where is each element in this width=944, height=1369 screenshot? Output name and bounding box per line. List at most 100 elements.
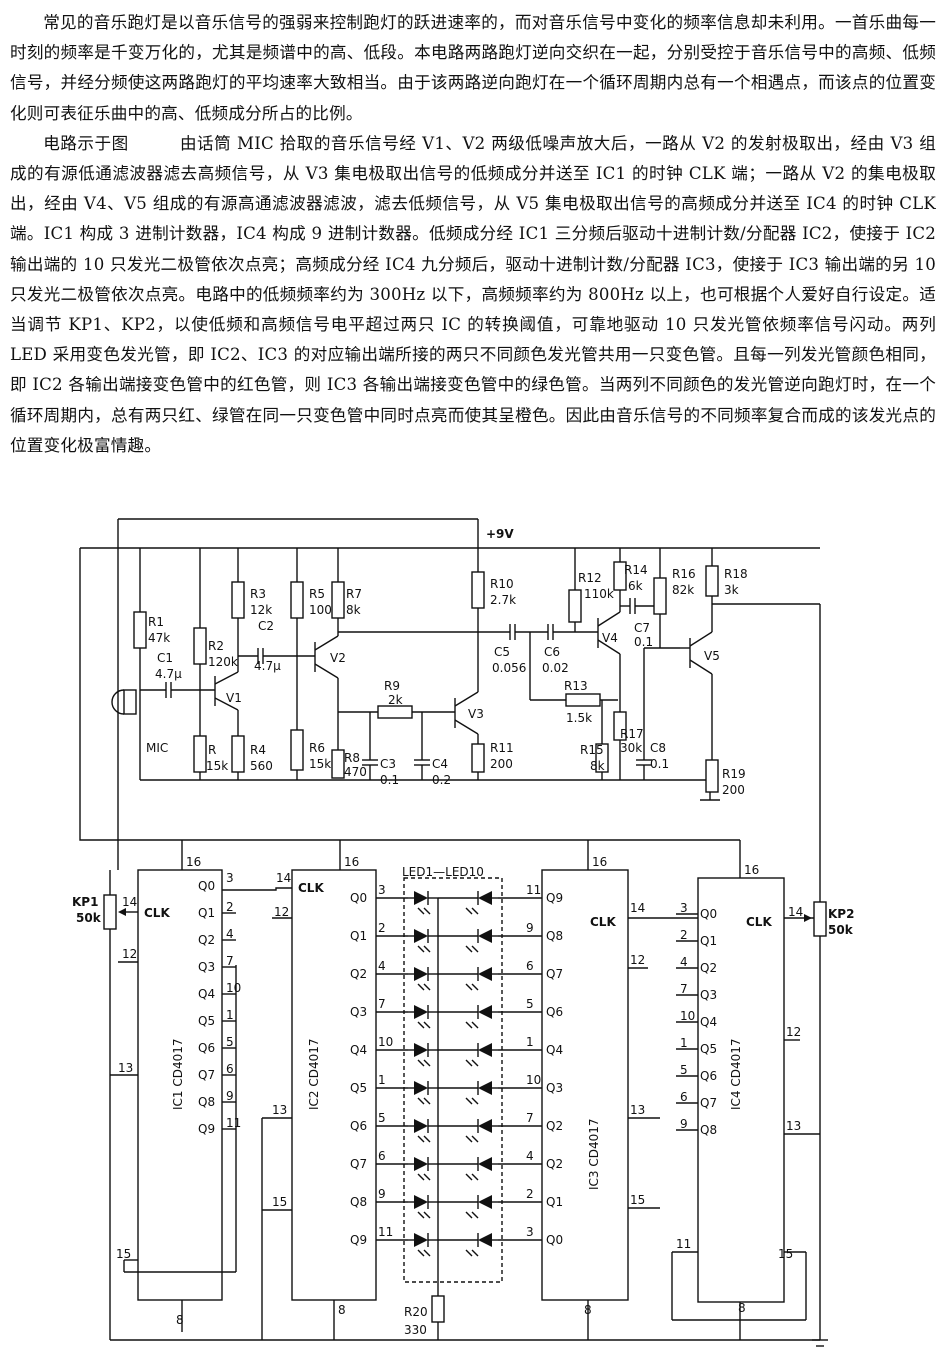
ic4-pin15: 15 [778, 1247, 793, 1261]
r19-label: R19 [722, 767, 746, 781]
light-arrow-icon [423, 945, 431, 953]
light-arrow-icon [465, 945, 473, 953]
ic2-output-label: Q3 [350, 1005, 367, 1019]
resistor-r16 [653, 577, 667, 615]
ic3-pin12: 12 [630, 953, 645, 967]
ic3-pin13: 13 [630, 1103, 645, 1117]
light-arrow-icon [417, 1135, 425, 1143]
ic3-output-pin-number: 1 [526, 1035, 534, 1049]
r19-value: 200 [722, 783, 745, 797]
ic4-output-pin-number: 4 [680, 955, 688, 969]
resistor-r3 [231, 581, 245, 619]
ic1-pin16: 16 [186, 855, 201, 869]
led-red-icon [414, 929, 428, 943]
r9-value: 2k [388, 693, 403, 707]
ic4-pin12: 12 [786, 1025, 801, 1039]
led-green-icon [478, 1233, 492, 1247]
light-arrow-icon [471, 1135, 479, 1143]
ic1-output-label: Q9 [198, 1122, 215, 1136]
c1-value: 4.7μ [155, 667, 182, 681]
r9-label: R9 [384, 679, 400, 693]
resistor-r12 [568, 589, 582, 623]
v2-label: V2 [330, 651, 346, 665]
r2-value: 120k [208, 655, 238, 669]
supply-label: +9V [486, 527, 514, 541]
resistor-r20 [431, 1295, 445, 1323]
resistor-r6 [290, 729, 304, 771]
ic3-pin8: 8 [584, 1303, 592, 1317]
c5-label: C5 [494, 645, 510, 659]
ic1-clk-label: CLK [144, 906, 170, 920]
light-arrow-icon [423, 1021, 431, 1029]
amplifier-section: +9V R1 47k MIC C1 4.7μ R2 120k V1 [111, 518, 821, 900]
r20-value: 330 [404, 1323, 427, 1337]
resistor-r9 [377, 705, 413, 719]
ic2-pin16: 16 [344, 855, 359, 869]
c7-value: 0.1 [634, 635, 653, 649]
ic4-output-pin-number: 3 [680, 901, 688, 915]
ic3-output-pin-number: 3 [526, 1225, 534, 1239]
r10-label: R10 [490, 577, 514, 591]
ic1-output-pin-number: 2 [226, 900, 234, 914]
ic3-output-pin-number: 6 [526, 959, 534, 973]
ic2-output-pin-number: 10 [378, 1035, 393, 1049]
r4-value: 560 [250, 759, 273, 773]
ic1-output-label: Q3 [198, 960, 215, 974]
r18-label: R18 [724, 567, 748, 581]
kp2-value: 50k [828, 923, 854, 937]
light-arrow-icon [471, 907, 479, 915]
c4-value: 0.2 [432, 773, 451, 787]
r20-label: R20 [404, 1305, 428, 1319]
ic2-output-label: Q4 [350, 1043, 367, 1057]
r2-label: R2 [208, 639, 224, 653]
c1-label: C1 [157, 651, 173, 665]
c2-label: C2 [258, 619, 274, 633]
ic2-chip [291, 869, 377, 1301]
led-array [408, 891, 498, 1282]
ic2-output-pin-number: 2 [378, 921, 386, 935]
r6-value: 15k [309, 757, 331, 771]
r15-value: 8k [590, 759, 605, 773]
r14-label: R14 [624, 563, 648, 577]
ic1-output-label: Q5 [198, 1014, 215, 1028]
light-arrow-icon [471, 983, 479, 991]
resistor-r11 [471, 743, 485, 773]
potentiometer-kp1 [103, 894, 117, 930]
ic2-pin8: 8 [338, 1303, 346, 1317]
light-arrow-icon [423, 1059, 431, 1067]
kp1-value: 50k [76, 911, 102, 925]
ic1-output-label: Q2 [198, 933, 215, 947]
light-arrow-icon [417, 1249, 425, 1257]
led-green-icon [478, 1081, 492, 1095]
r6-label: R6 [309, 741, 325, 755]
resistor-r19 [705, 759, 719, 793]
ic1-output-pin-number: 1 [226, 1008, 234, 1022]
r16-label: R16 [672, 567, 696, 581]
resistor-r18 [705, 565, 719, 597]
resistor-r [193, 735, 207, 773]
light-arrow-icon [423, 907, 431, 915]
light-arrow-icon [417, 1097, 425, 1105]
r14-value: 6k [628, 579, 643, 593]
c8-label: C8 [650, 741, 666, 755]
led-red-icon [414, 1195, 428, 1209]
led-green-icon [478, 1005, 492, 1019]
ic2-output-label: Q6 [350, 1119, 367, 1133]
r13-value: 1.5k [566, 711, 592, 725]
ic2-pin12: 12 [274, 905, 289, 919]
light-arrow-icon [471, 1211, 479, 1219]
c5-value: 0.056 [492, 661, 526, 675]
ic4-chip [697, 877, 785, 1303]
light-arrow-icon [471, 945, 479, 953]
ic4-output-label: Q5 [700, 1042, 717, 1056]
article-text: 常见的音乐跑灯是以音乐信号的强弱来控制跑灯的跃进速率的，而对音乐信号中变化的频率… [10, 8, 936, 461]
r12-label: R12 [578, 571, 602, 585]
led-green-icon [478, 967, 492, 981]
led-red-icon [414, 1119, 428, 1133]
ic1-output-pin-number: 3 [226, 871, 234, 885]
ic3-pin14: 14 [630, 901, 645, 915]
mic-icon [123, 689, 137, 715]
ic2-pin13: 13 [272, 1103, 287, 1117]
